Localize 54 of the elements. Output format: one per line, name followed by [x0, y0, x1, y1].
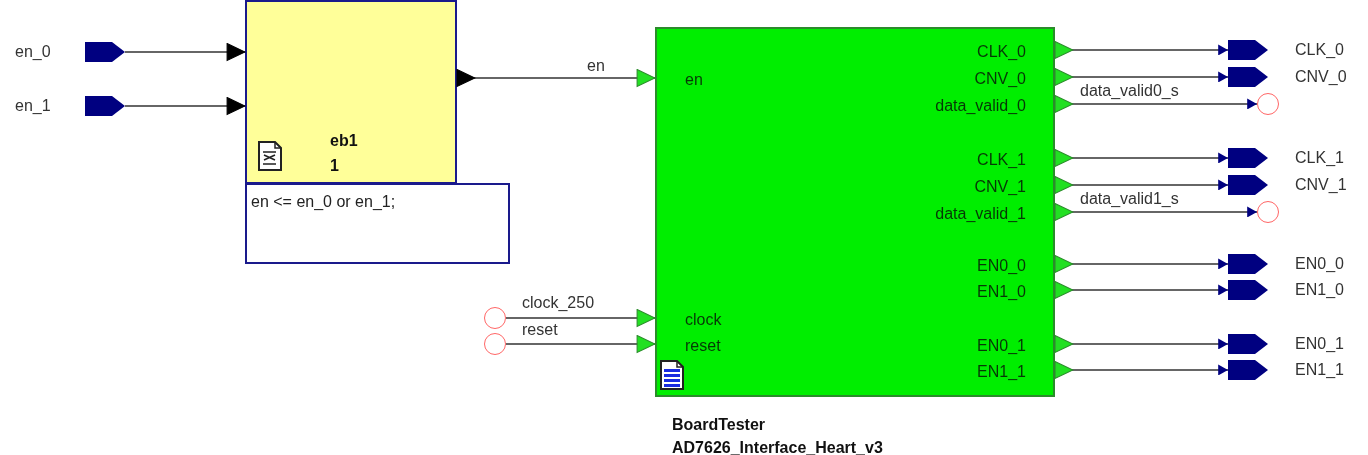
- wire-arrow: [1054, 203, 1258, 221]
- wire-arrow: [456, 69, 656, 87]
- port-label: EN0_0: [1295, 255, 1344, 273]
- port-name: CLK_1: [977, 151, 1026, 169]
- wire-arrow: [1054, 68, 1229, 86]
- port-label: en_0: [15, 43, 51, 61]
- wire-arrow: [505, 335, 656, 353]
- instance-label: eb1: [330, 132, 358, 150]
- wire-arrow: [1054, 255, 1229, 273]
- port-name: EN0_0: [977, 257, 1026, 275]
- wire-arrow: [1054, 361, 1229, 379]
- wire-arrow: [1054, 149, 1229, 167]
- code-text: en <= en_0 or en_1;: [251, 193, 396, 211]
- instance-label: 1: [330, 157, 339, 175]
- port-name: CNV_1: [974, 178, 1026, 196]
- port-label: CLK_1: [1295, 149, 1344, 167]
- wire-arrow: [124, 43, 246, 61]
- port-label: EN0_1: [1295, 335, 1344, 353]
- port-name: EN1_1: [977, 363, 1026, 381]
- port-label: EN1_1: [1295, 361, 1344, 379]
- wire-arrow: [1054, 335, 1229, 353]
- port-name: data_valid_0: [935, 97, 1026, 115]
- code-box: [245, 183, 510, 264]
- edge-label: data_valid0_s: [1078, 82, 1181, 100]
- block-box: [245, 0, 457, 184]
- edge-label: clock_250: [520, 294, 597, 312]
- block-title: AD7626_Interface_Heart_v3: [672, 439, 883, 455]
- port-label: CNV_1: [1295, 176, 1347, 194]
- wire-arrow: [1054, 176, 1229, 194]
- signal-circle: [484, 307, 506, 329]
- wire-arrow: [1054, 281, 1229, 299]
- port-label: en_1: [15, 97, 51, 115]
- port-label: CNV_0: [1295, 68, 1347, 86]
- edge-label: data_valid1_s: [1078, 190, 1181, 208]
- port-connector: [15, 96, 125, 116]
- wire-arrow: [1054, 41, 1229, 59]
- port-name: EN0_1: [977, 337, 1026, 355]
- wire-arrow: [1054, 95, 1258, 113]
- port-name: reset: [685, 337, 721, 355]
- port-label: EN1_0: [1295, 281, 1344, 299]
- signal-circle: [1257, 201, 1279, 223]
- signal-circle: [1257, 93, 1279, 115]
- port-name: en: [685, 71, 703, 89]
- port-name: CNV_0: [974, 70, 1026, 88]
- signal-circle: [484, 333, 506, 355]
- wire-arrow: [124, 97, 246, 115]
- port-name: EN1_0: [977, 283, 1026, 301]
- port-label: CLK_0: [1295, 41, 1344, 59]
- port-name: data_valid_1: [935, 205, 1026, 223]
- port-name: CLK_0: [977, 43, 1026, 61]
- wire-arrow: [505, 309, 656, 327]
- block-title: BoardTester: [672, 416, 766, 434]
- port-connector: [15, 42, 125, 62]
- port-name: clock: [685, 311, 722, 329]
